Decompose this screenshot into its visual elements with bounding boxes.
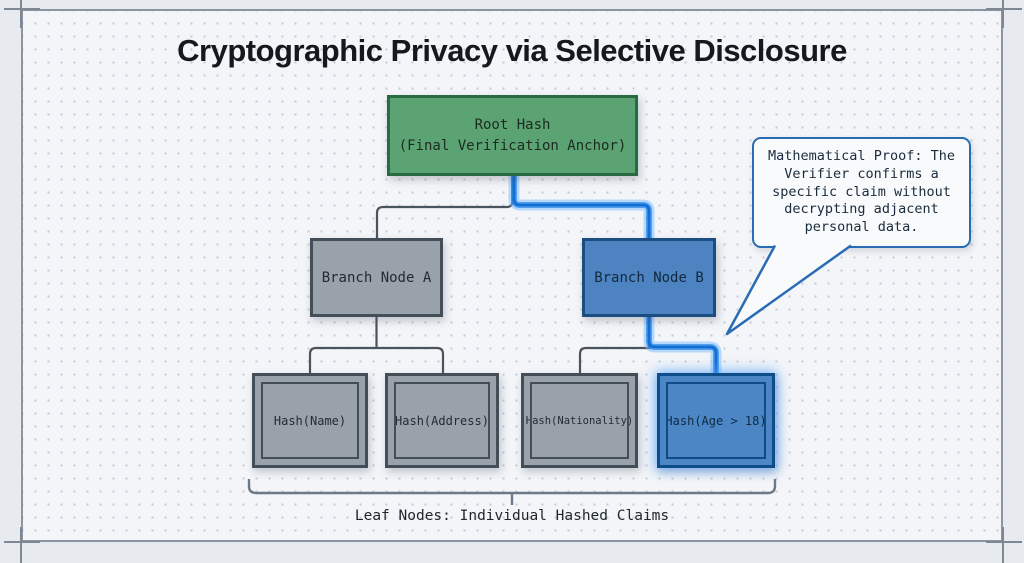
leaf-address-label: Hash(Address) [395, 413, 489, 428]
connector-branch-b-to-leaf [578, 317, 651, 373]
leaf-node-name: Hash(Name) [252, 373, 368, 468]
root-hash-line1: Root Hash [474, 117, 551, 134]
cropmark-top-left-h [4, 8, 40, 10]
root-hash-label: Root Hash (Final Verification Anchor) [399, 115, 627, 156]
leaf-node-age-claim: Hash(Age > 18) [657, 373, 775, 468]
cropmark-bottom-left-v [20, 527, 22, 563]
leaf-age-label: Hash(Age > 18) [665, 413, 767, 428]
root-hash-line2: (Final Verification Anchor) [398, 137, 627, 154]
cropmark-top-right-v [1002, 0, 1004, 28]
connector-root-to-branch-a [375, 176, 514, 239]
connector-branch-a-to-leaves [308, 317, 445, 373]
branch-node-a: Branch Node A [310, 238, 443, 317]
cropmark-top-right-h [986, 8, 1022, 10]
cropmark-bottom-left-h [4, 541, 40, 543]
leaf-node-address: Hash(Address) [385, 373, 499, 468]
branch-node-a-label: Branch Node A [321, 269, 432, 286]
branch-node-b-label: Branch Node B [594, 269, 704, 286]
cropmark-top-left-v [20, 0, 22, 28]
cropmark-bottom-right-v [1002, 527, 1004, 563]
branch-node-b: Branch Node B [582, 238, 716, 317]
proof-callout-bubble: Mathematical Proof: The Verifier confirm… [752, 137, 971, 248]
proof-callout-text: Mathematical Proof: The Verifier confirm… [768, 147, 955, 236]
cropmark-bottom-right-h [986, 541, 1022, 543]
leaf-name-label: Hash(Name) [273, 413, 347, 428]
leaf-bracket-label: Leaf Nodes: Individual Hashed Claims [354, 508, 670, 524]
leaf-node-nationality: Hash(Nationality) [521, 373, 638, 468]
leaf-bracket [247, 479, 777, 505]
root-hash-node: Root Hash (Final Verification Anchor) [387, 95, 638, 176]
leaf-nationality-label: Hash(Nationality) [525, 414, 634, 427]
diagram-title: Cryptographic Privacy via Selective Disc… [177, 33, 847, 68]
